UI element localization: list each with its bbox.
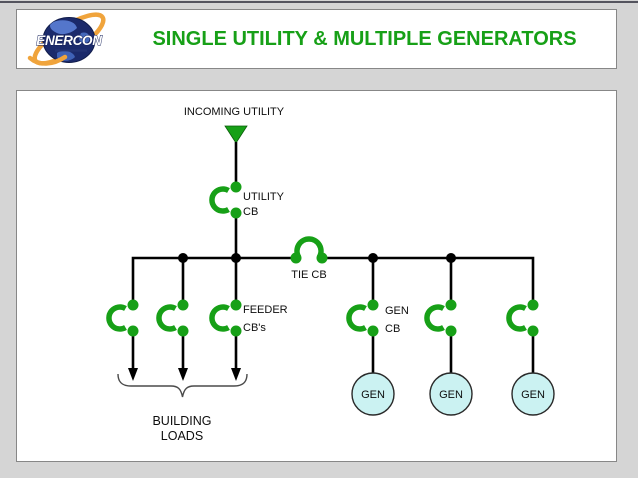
tie-breaker-icon	[290, 236, 328, 264]
generator-1: GEN	[351, 372, 395, 416]
wires	[131, 142, 535, 374]
generator-3: GEN	[511, 372, 555, 416]
gen-cb-label-line1: GEN	[385, 305, 409, 317]
one-line-diagram: INCOMING UTILITY UTILITY CB	[106, 106, 555, 443]
generator-2-label: GEN	[439, 389, 463, 401]
generator-2: GEN	[429, 372, 473, 416]
feeder-cbs-label-line2: CB's	[243, 322, 266, 334]
generator-3-label: GEN	[521, 389, 545, 401]
feeder-breaker-icon-2	[156, 299, 189, 337]
tie-cb-label: TIE CB	[291, 269, 326, 281]
slide-title: SINGLE UTILITY & MULTIPLE GENERATORS	[152, 27, 577, 50]
feeder-breaker-icon-1	[106, 299, 139, 337]
slide-top-edge-rule	[0, 1, 638, 3]
bus-junction-dots	[178, 253, 456, 263]
logo-orbit-front	[27, 54, 68, 66]
enercon-logo-art: ENERCON	[27, 12, 106, 66]
feeder-cbs-label-line1: FEEDER	[243, 304, 288, 316]
logo-wordmark: ENERCON	[36, 33, 102, 48]
gen-breaker-icon-1	[346, 299, 379, 337]
header-panel: ENERCON SINGLE UTILITY & MULTIPLE GENERA…	[16, 9, 617, 69]
building-loads-brace	[117, 373, 248, 398]
gen-cb-label-line2: CB	[385, 323, 400, 335]
incoming-utility-arrow-icon	[224, 125, 248, 144]
gen-breaker-icon-2	[424, 299, 457, 337]
utility-breaker-icon	[209, 181, 242, 219]
building-loads-label-line2: LOADS	[161, 429, 203, 443]
building-loads-label-line1: BUILDING	[152, 414, 211, 428]
gen-breaker-icon-3	[506, 299, 539, 337]
generator-1-label: GEN	[361, 389, 385, 401]
load-arrowheads	[128, 368, 241, 381]
enercon-logo: ENERCON	[17, 11, 121, 67]
utility-cb-label-line2: CB	[243, 206, 258, 218]
feeder-breaker-icon-3	[209, 299, 242, 337]
utility-cb-label-line1: UTILITY	[243, 191, 285, 203]
logo-tagline	[55, 49, 87, 52]
incoming-utility-label: INCOMING UTILITY	[184, 106, 285, 118]
